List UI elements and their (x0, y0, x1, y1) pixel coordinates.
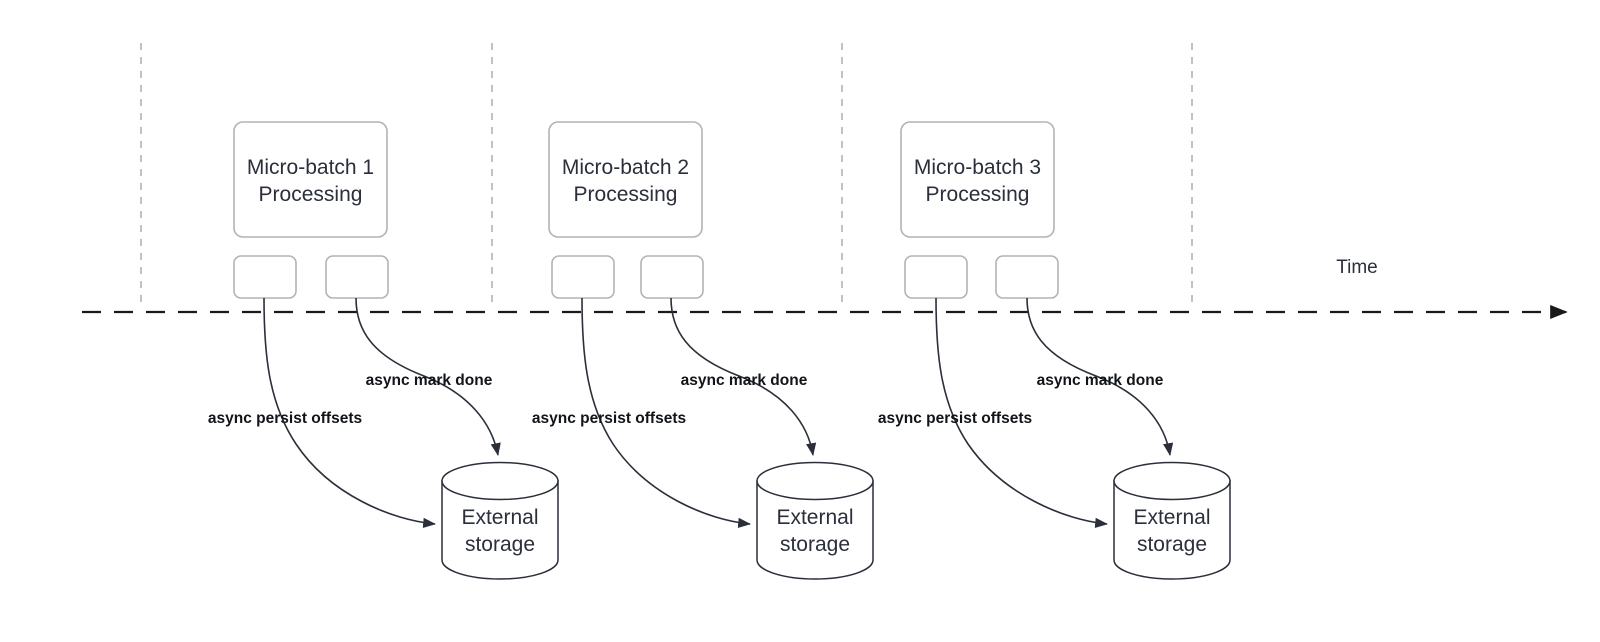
task-box-1a[interactable] (233, 255, 297, 299)
task-box-2b[interactable] (640, 255, 704, 299)
edge-label-2-persist-offsets: async persist offsets (531, 410, 687, 427)
group-3-shapes (900, 121, 1231, 580)
storage-cylinder-1[interactable] (441, 461, 559, 580)
edge-1-mark-done (355, 297, 501, 456)
edge-label-3-mark-done: async mark done (1036, 372, 1164, 389)
batch-box-2[interactable] (548, 121, 703, 238)
edge-1-persist-offsets (263, 297, 436, 528)
group-1-shapes (233, 121, 559, 580)
batch-box-3[interactable] (900, 121, 1055, 238)
edge-2-persist-offsets (581, 297, 751, 528)
task-box-2a[interactable] (551, 255, 615, 299)
timeline-tick-lines (140, 43, 1193, 307)
edge-2-mark-done (670, 297, 817, 456)
storage-cylinder-2[interactable] (756, 461, 874, 580)
group-2-shapes (548, 121, 874, 580)
storage-cylinder-3[interactable] (1113, 461, 1231, 580)
task-box-3b[interactable] (995, 255, 1059, 299)
edge-label-1-persist-offsets: async persist offsets (207, 410, 363, 427)
edge-label-1-mark-done: async mark done (365, 372, 493, 389)
task-box-1b[interactable] (325, 255, 389, 299)
edge-3-persist-offsets (935, 297, 1108, 528)
batch-box-1[interactable] (233, 121, 388, 238)
edge-label-2-mark-done: async mark done (680, 372, 808, 389)
edge-3-mark-done (1026, 297, 1174, 456)
task-box-3a[interactable] (904, 255, 968, 299)
edge-label-3-persist-offsets: async persist offsets (877, 410, 1033, 427)
